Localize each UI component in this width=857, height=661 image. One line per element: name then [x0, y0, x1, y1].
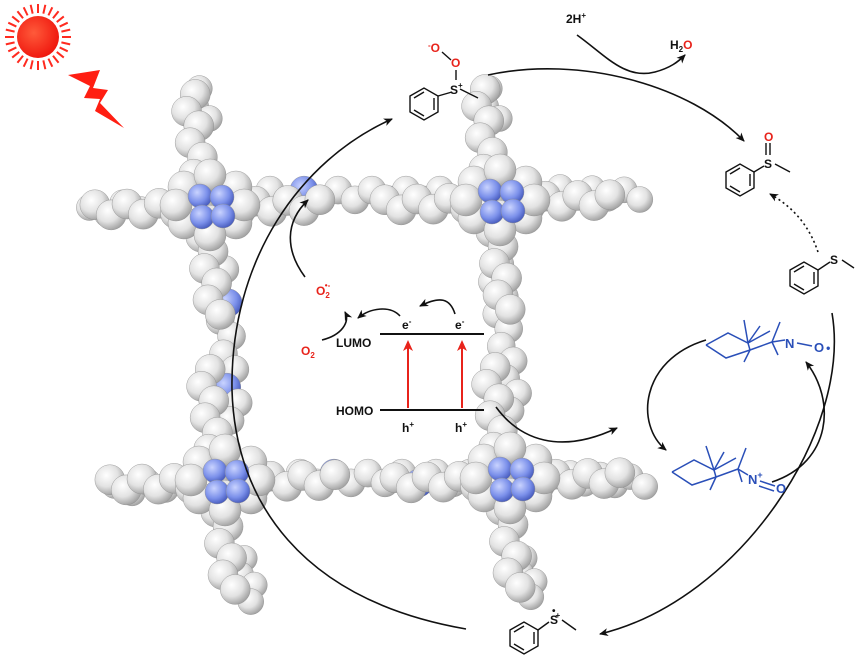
persulfoxide-oxygen: O [451, 56, 460, 70]
oxygen-label: O2 [301, 344, 315, 360]
thioanisole-molecule [789, 259, 855, 295]
homo-label: HOMO [336, 404, 373, 418]
water-label: H2O [670, 38, 692, 54]
arrow-oxoammonium-regeneration [771, 361, 825, 483]
lumo-label: LUMO [336, 336, 371, 350]
oxoammonium-molecule [671, 445, 776, 492]
persulfoxide-sulfur: S+ [450, 81, 463, 97]
energy-diagram: LUMO HOMO e- e- h+ h+ [336, 317, 484, 435]
sulfoxide-sulfur: S [764, 157, 772, 171]
big-cycle-arc [231, 118, 467, 630]
arrow-persulfoxide-to-sulfoxide [487, 68, 745, 142]
arrow-superoxide-to-persulfoxide [289, 199, 309, 278]
hole-label: h+ [402, 420, 414, 435]
radical-cation-molecule [509, 619, 577, 655]
sulfoxide-oxygen: O [764, 130, 773, 144]
tempo-nitrogen: N [785, 336, 794, 351]
arrow-oxoammonium-to-radical-cation [599, 312, 836, 636]
sulfoxide-molecule [725, 143, 791, 197]
protons-label: 2H+ [566, 11, 586, 26]
electron-label: e- [455, 317, 465, 332]
lightning-icon [68, 70, 124, 128]
sun-icon [5, 4, 71, 70]
oxoammonium-nitrogen: N+ [748, 470, 763, 487]
persulfoxide-molecule [409, 51, 479, 121]
superoxide-label: O2•- [316, 281, 331, 300]
arrow-tempo-to-oxoammonium [646, 339, 707, 451]
thioanisole-sulfur: S [830, 253, 838, 267]
framework-model [76, 74, 658, 615]
hole-label: h+ [455, 420, 467, 435]
arrow-thioanisole-to-sulfoxide-dotted [769, 193, 819, 253]
tempo-oxygen: O• [814, 340, 830, 355]
oxoammonium-oxygen: O [776, 481, 786, 496]
arrow-oxygen-to-superoxide [321, 311, 353, 341]
arrow-hole-to-tempo [495, 406, 618, 443]
electron-label: e- [402, 317, 412, 332]
arrow-lumo-electron-transfer [419, 298, 456, 315]
tempo-molecule [705, 319, 813, 363]
persulfoxide-oxygen-anion: -O [428, 41, 440, 55]
arrow-protons-to-water [576, 34, 686, 75]
radical-cation-sulfur: S•+ [550, 606, 561, 627]
arrow-electron-to-oxygen [357, 308, 401, 319]
